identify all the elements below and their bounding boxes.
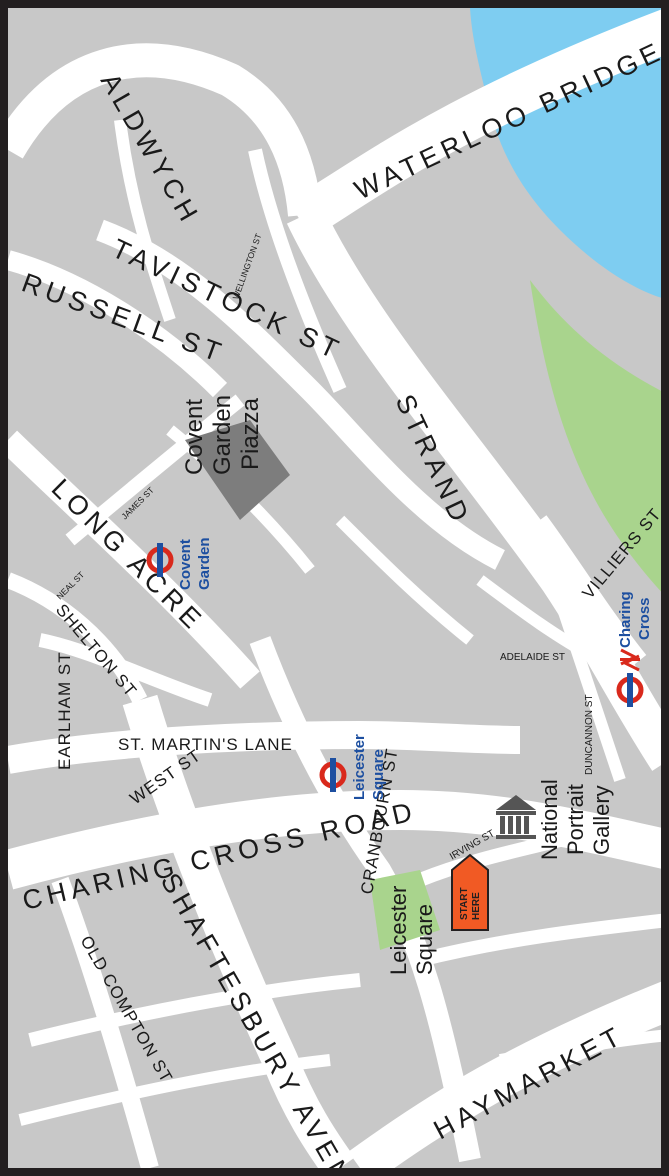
label-adelaide-st: ADELAIDE ST <box>500 652 565 663</box>
road-haymarket <box>348 981 669 1176</box>
start-marker-line-2: HERE <box>471 892 482 920</box>
station-leicester-square-line-1: Leicester <box>351 734 368 800</box>
label-duncannon-st: DUNCANNON ST <box>584 694 595 775</box>
road-old-compton-st <box>51 876 159 1171</box>
embankment-gardens <box>530 280 669 600</box>
road-waterloo-bridge <box>288 9 669 239</box>
station-leicester-square-line-2: Square <box>370 749 387 800</box>
road-cranbourn-st <box>249 636 481 1163</box>
road-adelaide-st <box>476 575 603 666</box>
station-charing-cross[interactable]: Charing Cross <box>616 591 653 707</box>
place-national-portrait-gallery: National Portrait Gallery <box>537 779 614 860</box>
underground-roundel-icon <box>319 758 347 792</box>
road-side-2 <box>28 973 361 1047</box>
station-leicester-square[interactable]: Leicester Square <box>319 734 387 800</box>
road-side-3 <box>18 1054 331 1126</box>
museum-icon[interactable] <box>496 795 536 839</box>
road-shaftesbury-avenue <box>122 694 355 1176</box>
road-tavistock-st <box>96 219 505 570</box>
place-covent-garden-piazza: Covent Garden Piazza <box>181 395 264 475</box>
road-russell-st <box>5 250 228 398</box>
road-st-martins-lane <box>5 721 521 774</box>
underground-roundel-icon <box>616 673 644 707</box>
npg-line-3: Gallery <box>589 785 614 855</box>
piazza-line-2: Garden <box>209 395 236 475</box>
road-side-1 <box>114 119 176 322</box>
npg-line-2: Portrait <box>563 784 588 855</box>
piazza-line-1: Covent <box>181 399 208 475</box>
npg-line-1: National <box>537 779 562 860</box>
road-villiers-st <box>533 515 647 665</box>
road-duncannon-st <box>554 598 626 782</box>
road-aldwych <box>0 43 322 217</box>
road-side-4 <box>418 913 669 967</box>
road-strand <box>286 206 669 771</box>
road-earlham-st <box>5 572 148 704</box>
underground-roundel-icon <box>146 543 174 577</box>
leicester-square-park <box>370 870 440 950</box>
station-covent-garden-line-2: Garden <box>196 537 213 590</box>
label-earlham-st: EARLHAM ST <box>55 651 74 770</box>
lsq-line-1: Leicester <box>386 886 411 975</box>
start-marker-line-1: START <box>459 887 470 920</box>
station-charing-cross-line-2: Cross <box>636 597 653 640</box>
place-leicester-square: Leicester Square <box>386 886 437 975</box>
road-irving-st <box>417 833 562 887</box>
road-side-6 <box>335 515 474 645</box>
road-charing-cross-road <box>2 790 669 890</box>
road-shelton-st <box>38 633 213 707</box>
road-side-5 <box>499 1029 669 1066</box>
road-network <box>0 9 669 1176</box>
label-st-martins-lane: ST. MARTIN'S LANE <box>118 735 293 754</box>
lsq-line-2: Square <box>412 904 437 975</box>
station-covent-garden-line-1: Covent <box>177 539 194 590</box>
road-long-acre <box>0 430 260 689</box>
covent-garden-piazza <box>185 420 290 520</box>
station-charing-cross-line-1: Charing <box>617 591 634 648</box>
station-covent-garden[interactable]: Covent Garden <box>146 537 213 590</box>
road-wellington-st <box>248 148 347 393</box>
piazza-line-3: Piazza <box>237 397 264 470</box>
road-james-st <box>65 394 245 546</box>
national-rail-icon <box>620 648 640 672</box>
start-marker-icon[interactable]: START HERE <box>451 853 489 931</box>
